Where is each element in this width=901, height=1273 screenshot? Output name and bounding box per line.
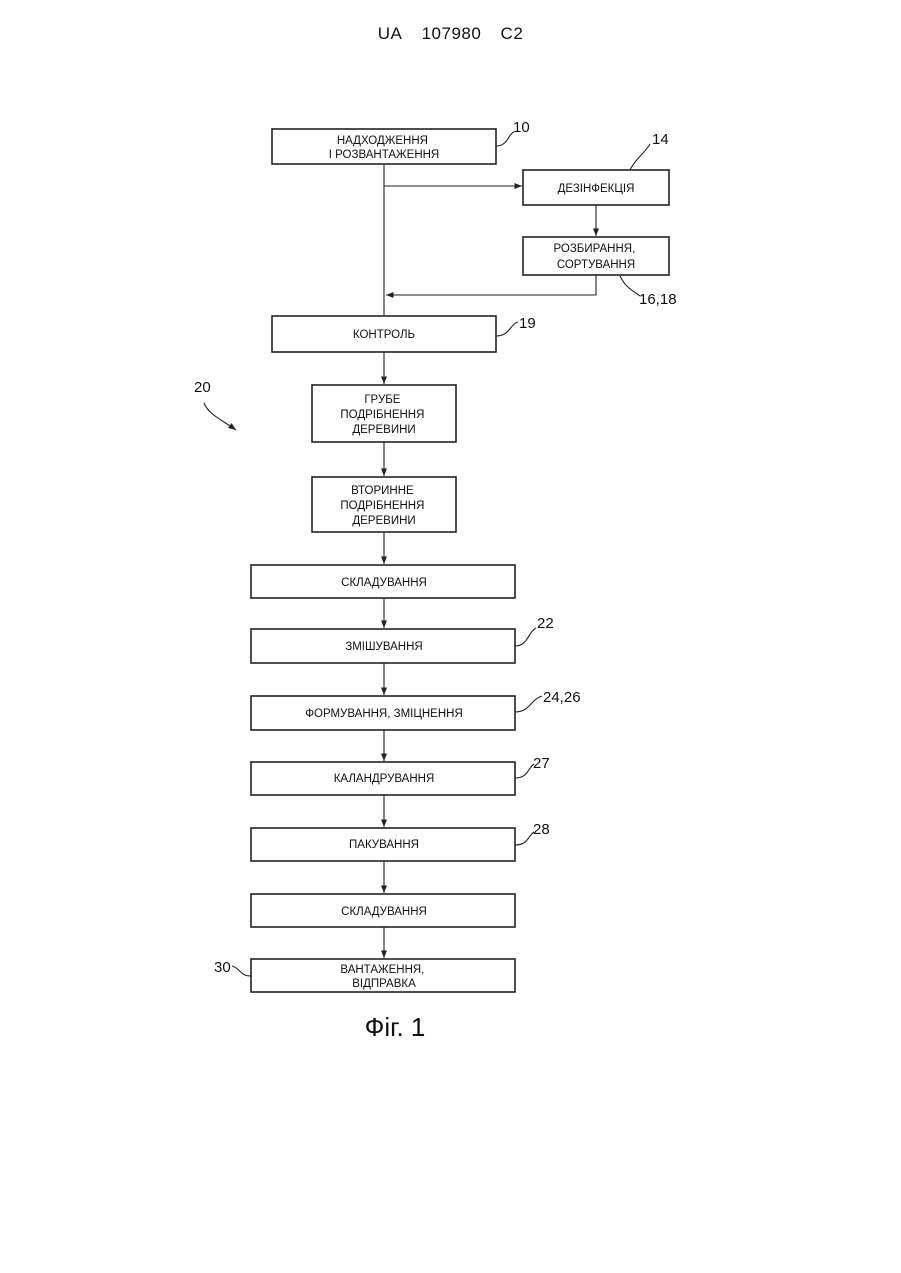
step-calendering: КАЛАНДРУВАННЯ (251, 762, 515, 795)
leader-20-arrow (204, 403, 236, 430)
step-storage-2-label: СКЛАДУВАННЯ (341, 906, 427, 918)
step-secondary-grinding: ВТОРИННЕ ПОДРІБНЕННЯ ДЕРЕВИНИ (312, 477, 456, 532)
leader-14 (630, 144, 650, 170)
leader-24-26 (515, 696, 542, 712)
step-sorting: РОЗБИРАННЯ, СОРТУВАННЯ (523, 237, 669, 275)
step-receiving: НАДХОДЖЕННЯ І РОЗВАНТАЖЕННЯ (272, 129, 496, 164)
leader-10 (496, 132, 514, 146)
leader-28 (515, 832, 534, 845)
step-loading: ВАНТАЖЕННЯ, ВІДПРАВКА (251, 959, 515, 992)
step-packing-label: ПАКУВАННЯ (349, 839, 419, 851)
ref-27: 27 (533, 755, 550, 772)
ref-19: 19 (519, 315, 536, 332)
ref-16-18: 16,18 (639, 291, 677, 308)
step-mixing-label: ЗМІШУВАННЯ (345, 641, 422, 653)
figure-label: Фіг. 1 (365, 1012, 426, 1042)
step-storage-1: СКЛАДУВАННЯ (251, 565, 515, 598)
ref-20: 20 (194, 379, 211, 396)
ref-30: 30 (214, 959, 231, 976)
step-forming: ФОРМУВАННЯ, ЗМІЦНЕННЯ (251, 696, 515, 730)
leader-30 (232, 966, 251, 976)
ref-14: 14 (652, 131, 669, 148)
step-disinfection-label: ДЕЗІНФЕКЦІЯ (558, 183, 635, 195)
leader-16-18 (620, 276, 640, 296)
step-control: КОНТРОЛЬ (272, 316, 496, 352)
arrow-sorting-return (386, 275, 596, 295)
step-calendering-label: КАЛАНДРУВАННЯ (334, 773, 435, 785)
step-control-label: КОНТРОЛЬ (353, 329, 415, 341)
ref-22: 22 (537, 615, 554, 632)
leader-19 (496, 322, 518, 336)
leader-27 (515, 764, 534, 778)
leader-22 (515, 628, 536, 646)
ref-10: 10 (513, 119, 530, 136)
ref-24-26: 24,26 (543, 689, 581, 706)
step-secondary-grinding-label: ВТОРИННЕ ПОДРІБНЕННЯ ДЕРЕВИНИ (340, 485, 427, 527)
step-storage-2: СКЛАДУВАННЯ (251, 894, 515, 927)
step-disinfection: ДЕЗІНФЕКЦІЯ (523, 170, 669, 205)
ref-28: 28 (533, 821, 550, 838)
step-coarse-grinding: ГРУБЕ ПОДРІБНЕННЯ ДЕРЕВИНИ (312, 385, 456, 442)
step-packing: ПАКУВАННЯ (251, 828, 515, 861)
step-mixing: ЗМІШУВАННЯ (251, 629, 515, 663)
step-storage-1-label: СКЛАДУВАННЯ (341, 577, 427, 589)
step-forming-label: ФОРМУВАННЯ, ЗМІЦНЕННЯ (305, 708, 463, 720)
